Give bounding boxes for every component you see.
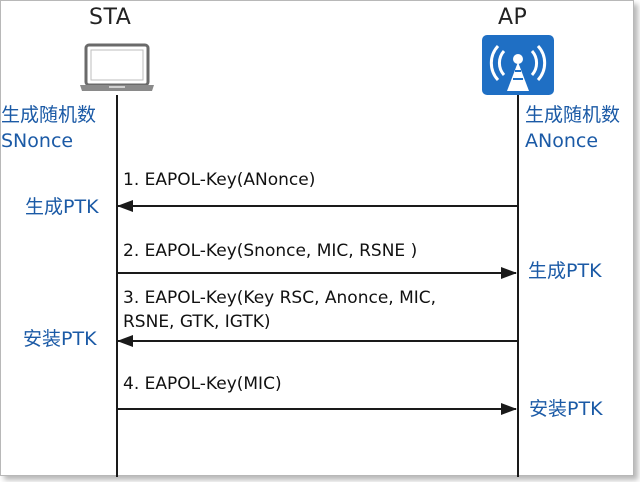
message-1-text: 1. EAPOL-Key(ANonce) [123,170,316,190]
ap-anonce-label: ANonce [525,130,599,152]
wireless-access-point-icon [482,35,554,95]
sta-title: STA [89,5,132,30]
ap-title: AP [498,5,528,30]
sta-lifeline [116,95,118,477]
message-3-text-line-1: 3. EAPOL-Key(Key RSC, Anonce, MIC, [123,288,437,308]
sta-generate-ptk-label: 生成PTK [25,196,99,218]
sta-random-label: 生成随机数 [1,104,97,126]
ap-random-label: 生成随机数 [525,104,621,126]
ap-install-ptk-label: 安装PTK [529,398,603,420]
ap-lifeline [517,95,519,477]
message-4-text: 4. EAPOL-Key(MIC) [123,374,282,394]
message-2-text: 2. EAPOL-Key(Snonce, MIC, RSNE ) [123,241,418,261]
laptop-icon [80,43,154,91]
message-3-text-line-2: RSNE, GTK, IGTK) [123,312,271,332]
message-arrows [117,200,517,415]
sta-install-ptk-label: 安装PTK [23,328,97,350]
sta-snonce-label: SNonce [1,130,74,152]
ap-generate-ptk-label: 生成PTK [528,260,602,282]
